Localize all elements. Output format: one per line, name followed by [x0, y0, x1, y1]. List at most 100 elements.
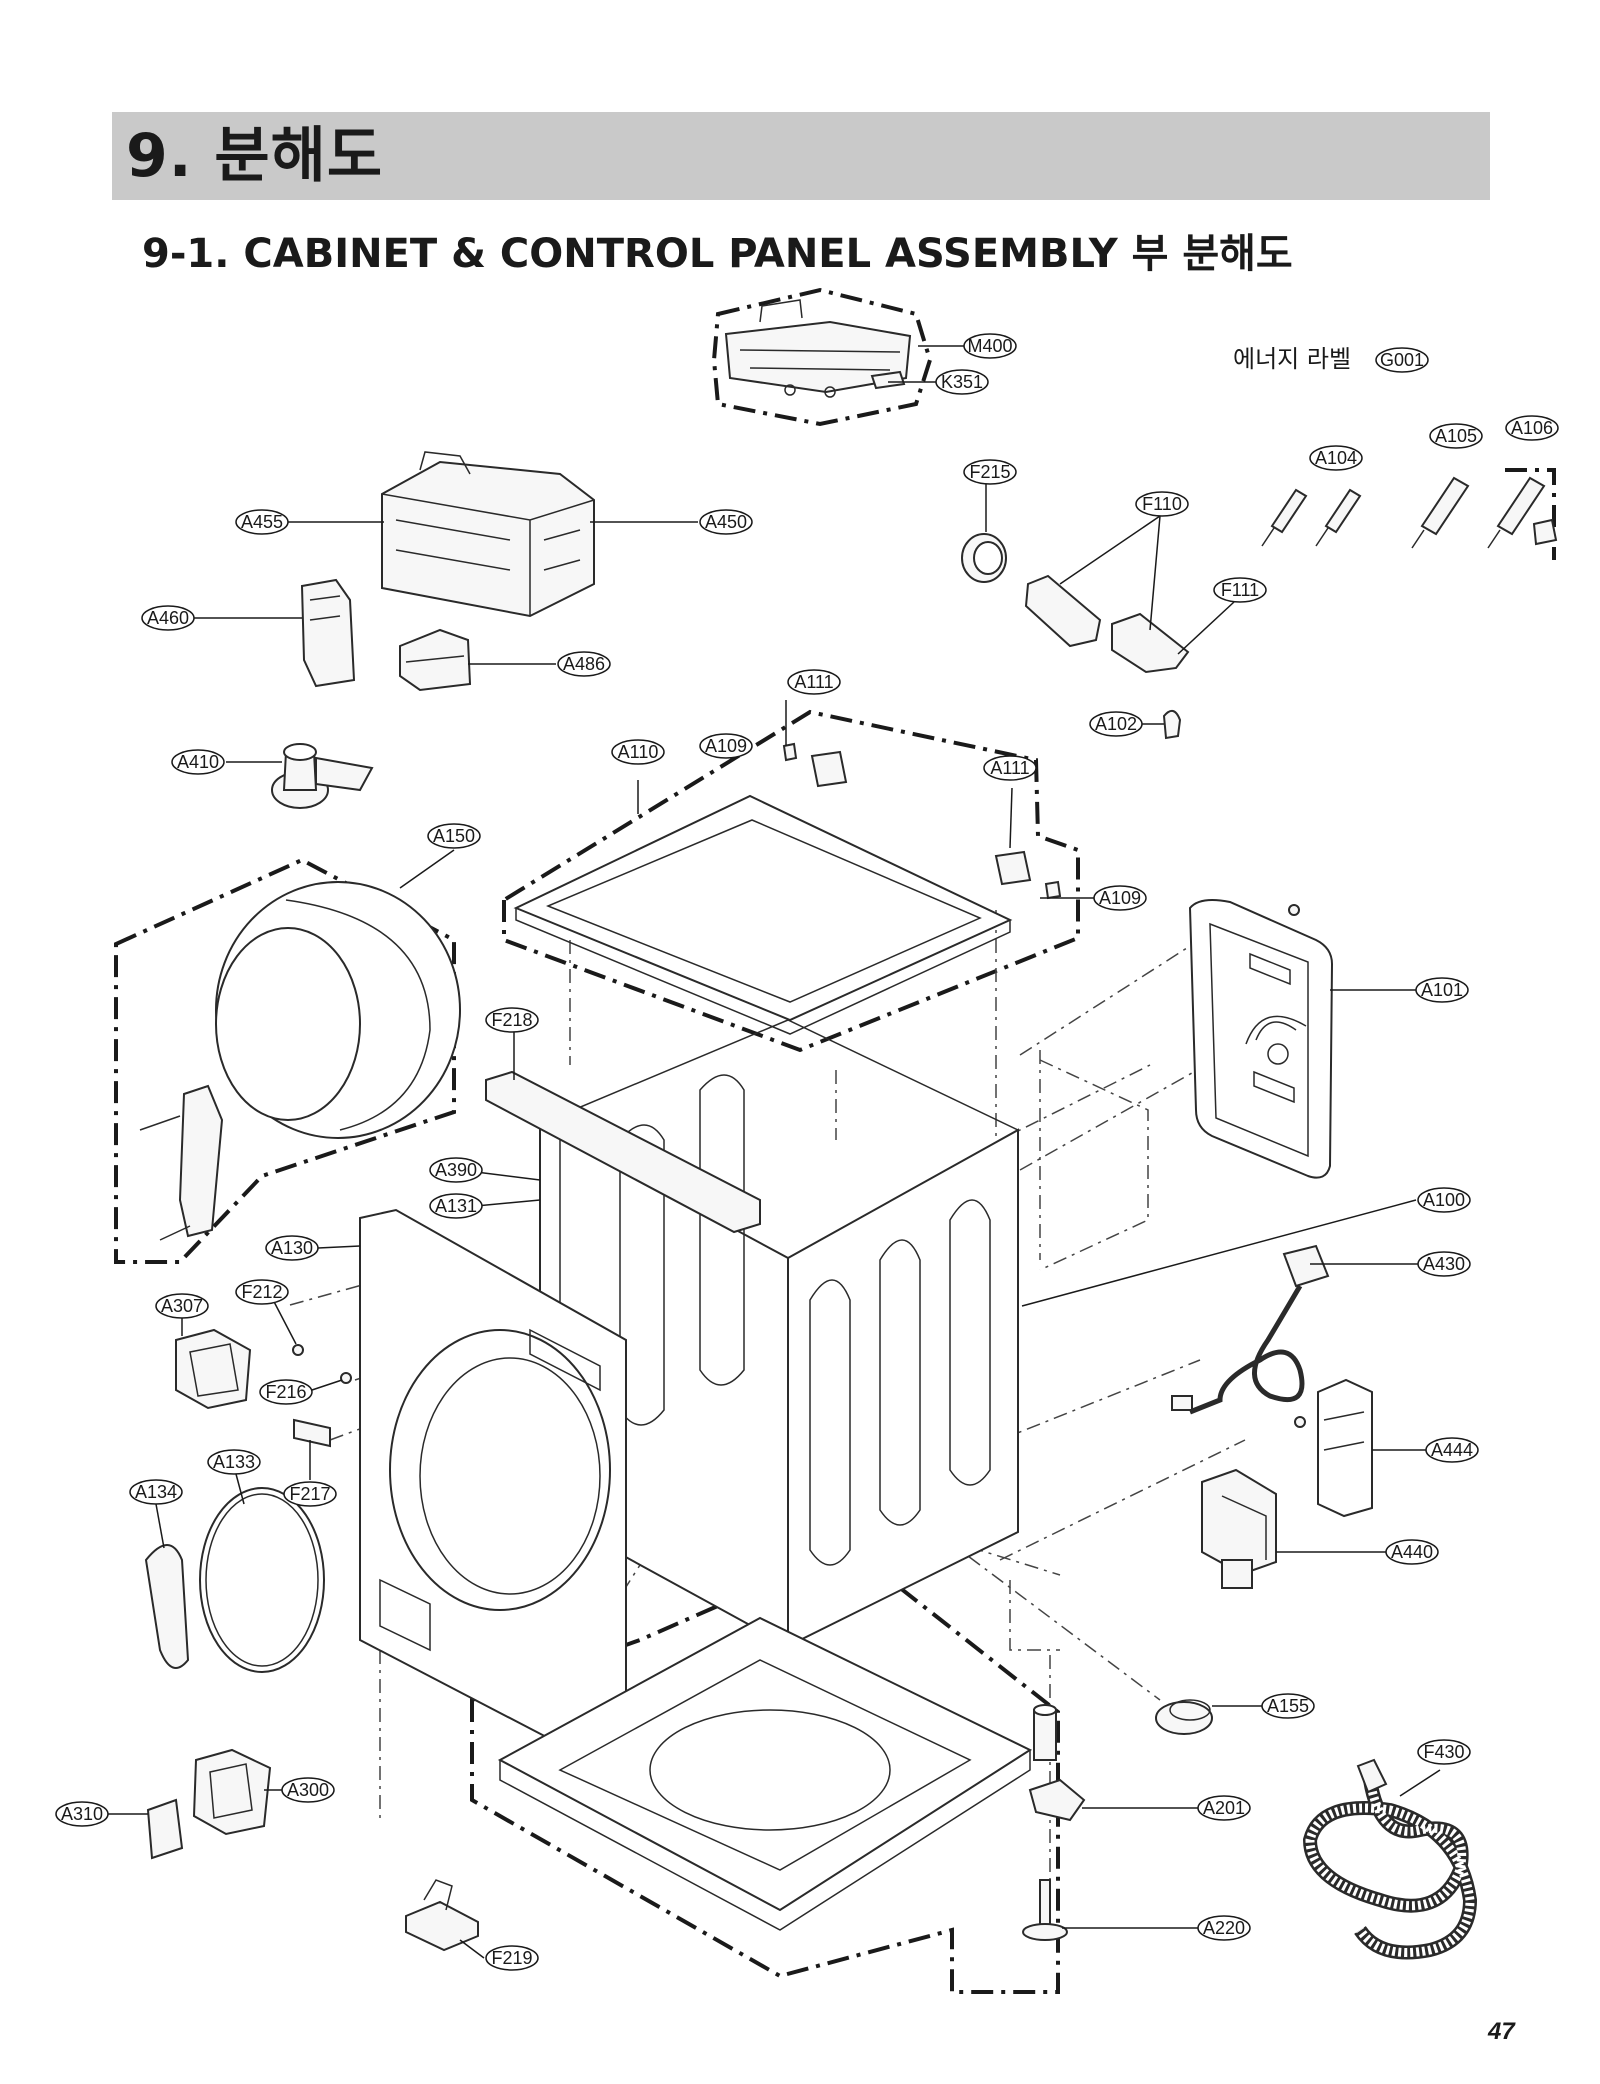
part-label: F212	[235, 1279, 289, 1305]
svg-text:A440: A440	[1391, 1542, 1433, 1562]
part-label: A110	[611, 739, 665, 765]
part-label: A300	[281, 1777, 335, 1803]
leg-bracket-part	[1028, 1778, 1086, 1822]
part-label: A455	[235, 509, 289, 535]
rear-cover-part	[1188, 899, 1334, 1179]
svg-text:A486: A486	[563, 654, 605, 674]
filter-housing-part	[300, 578, 356, 688]
detergent-holder-part	[192, 1748, 272, 1836]
base-frame-part	[497, 1616, 1033, 1931]
part-labels: M400 K351 G001 A105 A106 A104 F215 F110 …	[55, 333, 1559, 1971]
part-label: A220	[1197, 1915, 1251, 1941]
svg-text:A101: A101	[1421, 980, 1463, 1000]
door-handle-part	[144, 1544, 190, 1669]
part-label: A390	[429, 1157, 483, 1183]
control-panel-bar-part	[485, 1070, 761, 1234]
noise-filter-part	[1201, 1468, 1277, 1589]
part-label: A130	[265, 1235, 319, 1261]
svg-text:A430: A430	[1423, 1254, 1465, 1274]
part-label: A444	[1425, 1437, 1479, 1463]
svg-text:A111: A111	[794, 672, 833, 692]
drain-hose-part	[1302, 1758, 1478, 1960]
part-label: A101	[1415, 977, 1469, 1003]
power-cord-part	[1171, 1244, 1330, 1415]
svg-text:A102: A102	[1095, 714, 1137, 734]
part-label: A109	[1093, 885, 1147, 911]
group-outline-door	[114, 857, 456, 1264]
screw-part	[292, 904, 1306, 1428]
part-label: A111	[787, 669, 841, 695]
energy-label-text: 에너지 라벨	[1233, 345, 1352, 373]
svg-text:A155: A155	[1267, 1696, 1309, 1716]
svg-text:A110: A110	[618, 742, 659, 762]
front-panel-part	[359, 1208, 627, 1768]
part-label: F215	[963, 459, 1017, 485]
part-label: A134	[129, 1479, 183, 1505]
drawer-handle-part	[175, 1328, 252, 1410]
control-knob-part	[961, 533, 1007, 583]
svg-text:A106: A106	[1511, 418, 1553, 438]
page-number: 47	[1488, 2018, 1515, 2045]
part-label: A201	[1197, 1795, 1251, 1821]
svg-text:A455: A455	[241, 512, 283, 532]
part-label: A450	[699, 509, 753, 535]
part-label: A486	[557, 651, 611, 677]
part-label: A102	[1089, 711, 1143, 737]
svg-text:A134: A134	[135, 1482, 177, 1502]
part-label: K351	[935, 369, 989, 395]
part-label: F218	[485, 1007, 539, 1033]
door-hinge-part	[139, 1084, 224, 1241]
button-assembly-part	[1024, 574, 1190, 674]
svg-text:A450: A450	[705, 512, 747, 532]
svg-text:F110: F110	[1142, 494, 1182, 514]
svg-text:A131: A131	[435, 1196, 477, 1216]
part-label: A133	[207, 1449, 261, 1475]
part-label: A150	[427, 823, 481, 849]
svg-text:F111: F111	[1221, 580, 1259, 600]
adjustable-leg-part	[1022, 1704, 1068, 1941]
svg-text:F219: F219	[491, 1948, 532, 1968]
service-cap-part	[1155, 1699, 1213, 1735]
svg-text:A150: A150	[433, 826, 475, 846]
part-label: F110	[1135, 491, 1189, 517]
group-outline-top-plate	[502, 709, 1080, 1053]
part-label: A430	[1417, 1251, 1471, 1277]
door-gasket-ring-part	[199, 1487, 325, 1673]
indicator-cap-part	[1162, 709, 1182, 740]
part-label: F219	[485, 1945, 539, 1971]
svg-text:A300: A300	[287, 1780, 329, 1800]
part-label: A109	[699, 733, 753, 759]
svg-text:A201: A201	[1203, 1798, 1245, 1818]
part-label: F111	[1213, 577, 1267, 603]
part-label: A410	[171, 749, 225, 775]
group-outline-detergent	[711, 287, 933, 427]
damper-part	[1261, 476, 1558, 549]
clip-part	[405, 1879, 479, 1952]
part-label: A106	[1505, 415, 1559, 441]
svg-text:F430: F430	[1423, 1742, 1464, 1762]
part-label: A105	[1429, 423, 1483, 449]
svg-text:A111: A111	[990, 758, 1029, 778]
part-label: F430	[1417, 1739, 1471, 1765]
noise-filter-bracket-part	[1317, 1378, 1373, 1518]
part-label: M400	[963, 333, 1017, 359]
detergent-dispenser-part	[724, 299, 912, 398]
hose-clamp-part	[870, 370, 906, 390]
svg-text:A109: A109	[705, 736, 747, 756]
svg-text:A220: A220	[1203, 1918, 1245, 1938]
section-header-bar	[112, 112, 1490, 200]
part-label: G001	[1375, 347, 1429, 373]
part-label: A131	[429, 1193, 483, 1219]
svg-text:A104: A104	[1315, 448, 1357, 468]
subsection-title: 9-1. CABINET & CONTROL PANEL ASSEMBLY 부 …	[142, 231, 1293, 277]
svg-text:A390: A390	[435, 1160, 477, 1180]
pcb-assembly-part	[381, 451, 595, 618]
small-cover-part	[399, 628, 472, 692]
group-outline-base	[470, 1577, 1060, 1994]
svg-text:K351: K351	[941, 372, 983, 392]
svg-text:A105: A105	[1435, 426, 1477, 446]
group-outline-leg	[1505, 468, 1556, 560]
svg-text:A130: A130	[271, 1238, 313, 1258]
part-label: F216	[259, 1379, 313, 1405]
